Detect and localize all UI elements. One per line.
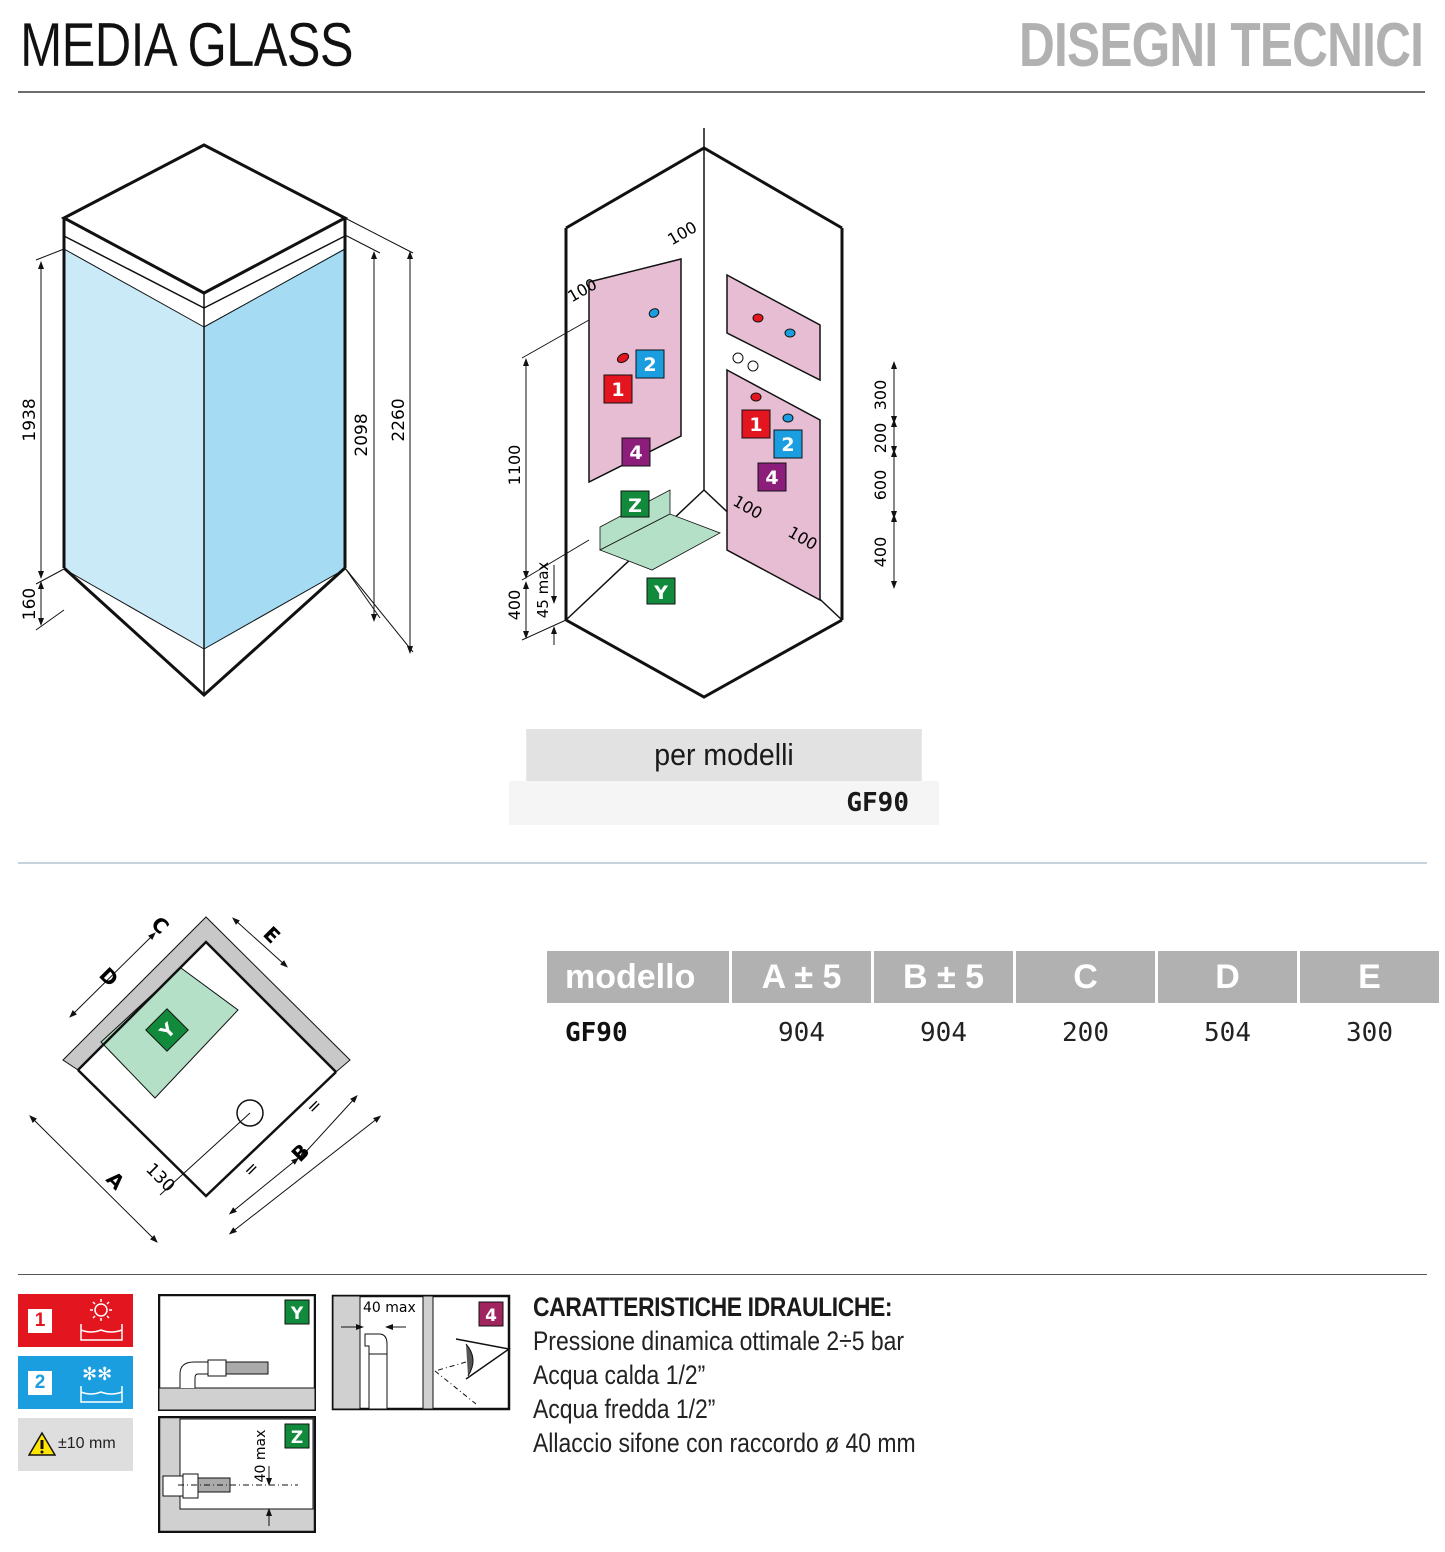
- svg-text:Y: Y: [653, 582, 668, 604]
- cell-model: GF90: [565, 1018, 628, 1048]
- tolerance-text: ±10 mm: [58, 1435, 116, 1452]
- svg-text:40 max: 40 max: [363, 1300, 416, 1316]
- product-title: MEDIA GLASS: [20, 11, 354, 80]
- snowflake-water-icon: ✻✻: [80, 1364, 123, 1403]
- col-header-e: E: [1300, 951, 1439, 1003]
- spec-cold-water: Acqua fredda 1/2”: [533, 1394, 716, 1424]
- hydraulic-specs: CARATTERISTICHE IDRAULICHE: Pressione di…: [533, 1290, 983, 1460]
- svg-text:160: 160: [20, 588, 40, 620]
- svg-text:100: 100: [664, 217, 700, 249]
- sun-water-icon: [80, 1299, 123, 1341]
- model-box-value: GF90: [509, 781, 939, 825]
- dimensions-table: modello A ± 5 B ± 5 C D E GF90 904 904 2…: [544, 951, 1442, 1063]
- detail-z-drain: 40 max Z: [158, 1416, 316, 1533]
- svg-text:=: =: [302, 1094, 326, 1118]
- svg-text:4: 4: [629, 442, 642, 464]
- plan-view-drawing: Y A B C D E 130 = =: [29, 912, 382, 1243]
- svg-text:40 max: 40 max: [253, 1430, 269, 1483]
- model-applicability-box: per modelli GF90: [509, 729, 939, 825]
- svg-text:Z: Z: [291, 1428, 303, 1448]
- header-divider: [18, 91, 1425, 93]
- svg-text:2: 2: [781, 434, 794, 456]
- detail-steam-outlet: 40 max 4: [331, 1294, 511, 1411]
- legend-hot-water: 1: [18, 1294, 133, 1347]
- legend-number: 2: [28, 1371, 52, 1395]
- svg-text:1100: 1100: [505, 445, 524, 486]
- svg-text:Z: Z: [628, 495, 642, 517]
- svg-text:D: D: [94, 963, 123, 992]
- cell-c: 200: [1062, 1018, 1109, 1048]
- cell-e: 300: [1346, 1018, 1393, 1048]
- cell-d: 504: [1204, 1018, 1251, 1048]
- col-header-c: C: [1016, 951, 1155, 1003]
- cabin-elevation-drawing: 1938 160 2098 2260: [20, 143, 414, 698]
- legend-tolerance: ±10 mm: [18, 1418, 133, 1471]
- svg-text:✻✻: ✻✻: [82, 1364, 112, 1385]
- col-header-model: modello: [547, 951, 729, 1003]
- svg-text:200: 200: [871, 423, 890, 454]
- svg-text:1: 1: [611, 379, 624, 401]
- cell-b: 904: [920, 1018, 967, 1048]
- section-divider: [18, 862, 1427, 864]
- col-header-a: A ± 5: [732, 951, 871, 1003]
- col-header-d: D: [1158, 951, 1297, 1003]
- svg-text:400: 400: [505, 590, 524, 621]
- svg-text:C: C: [146, 912, 173, 939]
- svg-text:4: 4: [485, 1306, 497, 1326]
- svg-text:1938: 1938: [20, 398, 40, 441]
- warning-icon: [28, 1431, 56, 1456]
- svg-text:2: 2: [643, 354, 656, 376]
- svg-text:600: 600: [871, 470, 890, 501]
- table-row: GF90 904 904 200 504 300: [547, 1003, 1439, 1063]
- table-header-row: modello A ± 5 B ± 5 C D E: [547, 951, 1439, 1003]
- svg-text:2098: 2098: [352, 413, 372, 456]
- section-title: DISEGNI TECNICI: [1018, 11, 1424, 80]
- svg-text:300: 300: [871, 380, 890, 411]
- spec-drain: Allaccio sifone con raccordo ø 40 mm: [533, 1428, 916, 1458]
- detail-y-drain: Y: [158, 1294, 316, 1411]
- footer-divider: [18, 1274, 1427, 1275]
- svg-text:2260: 2260: [389, 398, 409, 441]
- col-header-b: B ± 5: [874, 951, 1013, 1003]
- svg-text:400: 400: [871, 537, 890, 568]
- svg-text:Y: Y: [290, 1304, 304, 1324]
- hydraulic-specs-title: CARATTERISTICHE IDRAULICHE:: [533, 1292, 893, 1322]
- model-box-header: per modelli: [526, 729, 922, 781]
- svg-text:1: 1: [749, 414, 762, 436]
- svg-text:4: 4: [765, 467, 778, 489]
- svg-text:B: B: [287, 1139, 315, 1167]
- spec-pressure: Pressione dinamica ottimale 2÷5 bar: [533, 1326, 905, 1356]
- legend-cold-water: 2 ✻✻: [18, 1356, 133, 1409]
- spec-hot-water: Acqua calda 1/2”: [533, 1360, 706, 1390]
- connections-drawing: 1 2 4 1 2 4 Z Y 1100 400 45 max 100 100 …: [505, 128, 897, 699]
- cell-a: 904: [778, 1018, 825, 1048]
- legend-number: 1: [28, 1309, 52, 1333]
- svg-text:45 max: 45 max: [534, 562, 552, 619]
